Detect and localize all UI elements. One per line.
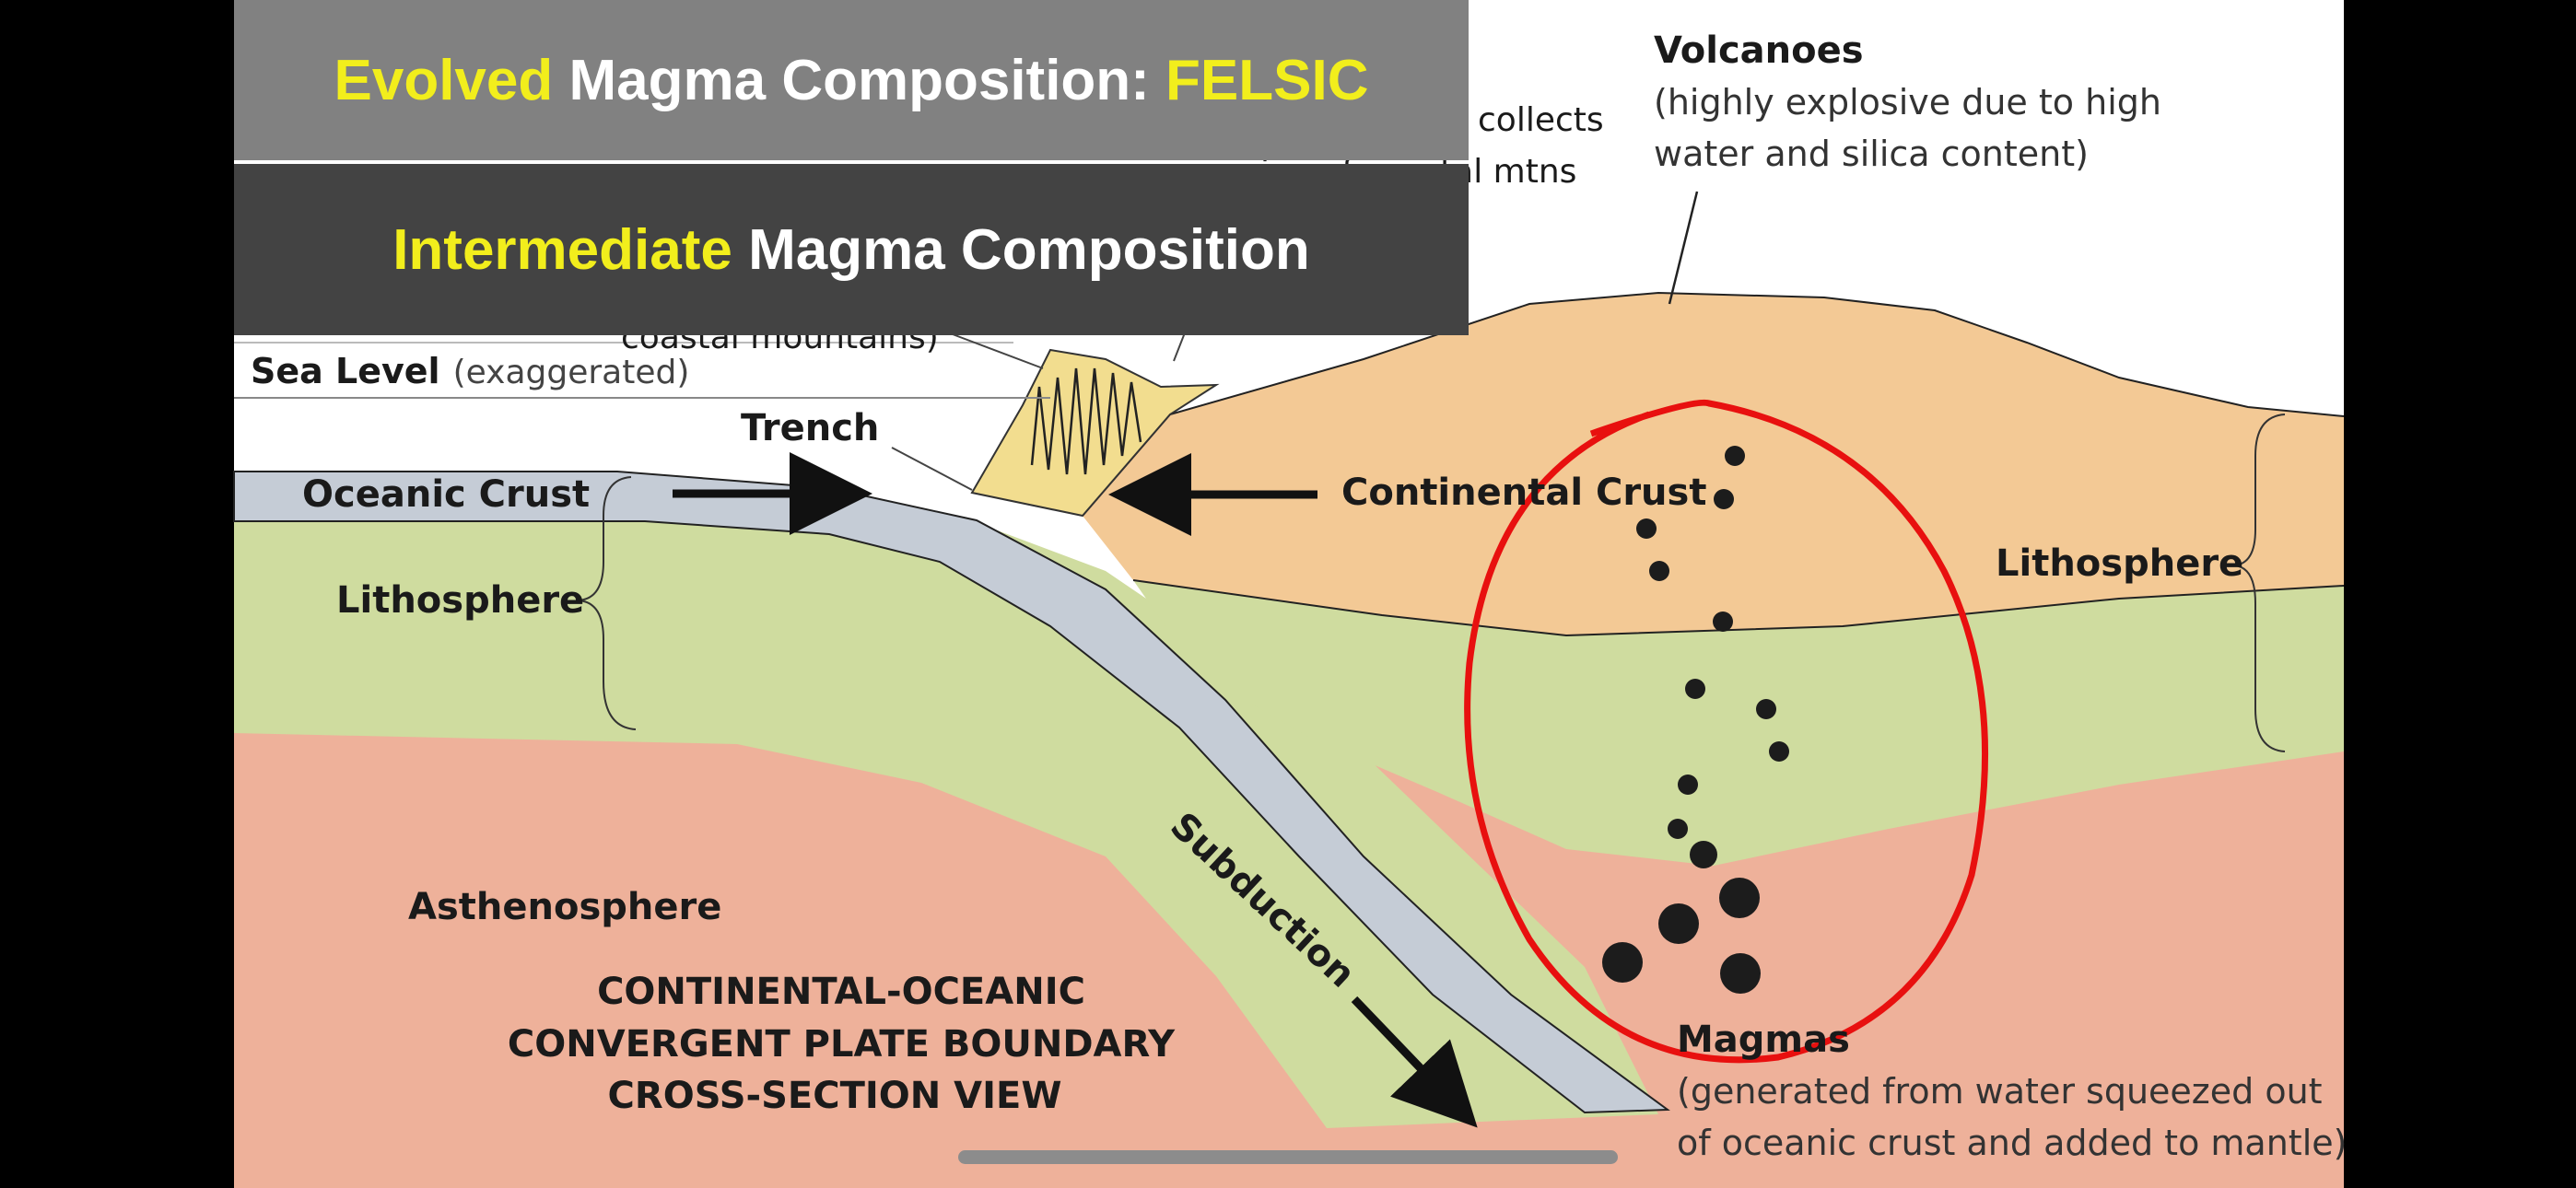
evolved-highlight: Evolved: [334, 48, 554, 112]
intermediate-composition-banner: Intermediate Magma Composition: [234, 164, 1469, 335]
lithosphere-right-label: Lithosphere: [1996, 542, 2243, 585]
diagram-title-line-2: CONVERGENT PLATE BOUNDARY: [508, 1023, 1176, 1066]
magmas-note-2: of oceanic crust and added to mantle): [1677, 1123, 2347, 1163]
evolved-middle-text: Magma Composition:: [553, 48, 1166, 112]
magma-drop-icon: [1658, 903, 1699, 944]
diagram-title-line-1: CONTINENTAL-OCEANIC: [597, 971, 1085, 1013]
magma-drop-icon: [1668, 819, 1688, 839]
magma-drops: [1602, 446, 1789, 994]
trench-label: Trench: [741, 407, 879, 449]
oceanic-crust-label: Oceanic Crust: [302, 473, 590, 516]
magma-drop-icon: [1649, 561, 1669, 581]
continental-surface-line: [1082, 291, 2345, 517]
volcanoes-label: Volcanoes: [1654, 29, 1864, 72]
intermediate-highlight: Intermediate: [392, 217, 732, 282]
intermediate-rest-text: Magma Composition: [732, 217, 1310, 282]
magma-drop-icon: [1678, 775, 1698, 795]
volcanoes-note-2: water and silica content): [1654, 134, 2089, 174]
asthenosphere-label: Asthenosphere: [408, 886, 721, 928]
continental-crust-label: Continental Crust: [1341, 472, 1706, 514]
home-indicator[interactable]: [958, 1150, 1618, 1164]
volcano-pointer-line: [1668, 191, 1699, 305]
magma-drop-icon: [1714, 489, 1734, 509]
magma-drop-icon: [1756, 699, 1776, 719]
continental-crust-layer: [1083, 293, 2344, 635]
coastal-pointer-line: [952, 333, 1044, 369]
trench-pointer-line: [891, 447, 973, 491]
lithosphere-brace-left: [578, 476, 637, 730]
magmas-label: Magmas: [1677, 1019, 1850, 1061]
evolved-composition-banner: Evolved Magma Composition: FELSIC: [234, 0, 1469, 160]
magma-drop-icon: [1602, 942, 1643, 983]
diagram-title-line-3: CROSS-SECTION VIEW: [608, 1075, 1062, 1117]
magma-drop-icon: [1636, 518, 1657, 539]
magma-drop-icon: [1713, 611, 1733, 632]
magma-drop-icon: [1769, 741, 1789, 762]
red-annotation-circle: [1464, 399, 1989, 1064]
magma-drop-icon: [1685, 679, 1705, 699]
sea-level-text: Sea Level (exaggerated): [251, 351, 689, 391]
lithosphere-brace-right: [2233, 413, 2286, 752]
continental-crust-base-line: [1132, 579, 2345, 637]
lithosphere-left-label: Lithosphere: [336, 579, 584, 622]
felsic-highlight: FELSIC: [1165, 48, 1369, 112]
sea-level-label: Sea Level: [251, 351, 440, 391]
magma-drop-icon: [1719, 878, 1760, 918]
collects-partial-label: collects: [1478, 101, 1604, 139]
magma-drop-icon: [1690, 841, 1717, 868]
subduction-arrow-icon: [1351, 996, 1478, 1128]
volcanoes-note-1: (highly explosive due to high: [1654, 82, 2161, 122]
continental-lithosphere: [1133, 580, 2344, 866]
magmas-note-1: (generated from water squeezed out: [1677, 1071, 2323, 1112]
sea-level-note: (exaggerated): [453, 354, 690, 391]
magma-drop-icon: [1720, 953, 1761, 994]
oceanic-lithosphere: [234, 516, 1658, 1128]
magma-drop-icon: [1725, 446, 1745, 466]
